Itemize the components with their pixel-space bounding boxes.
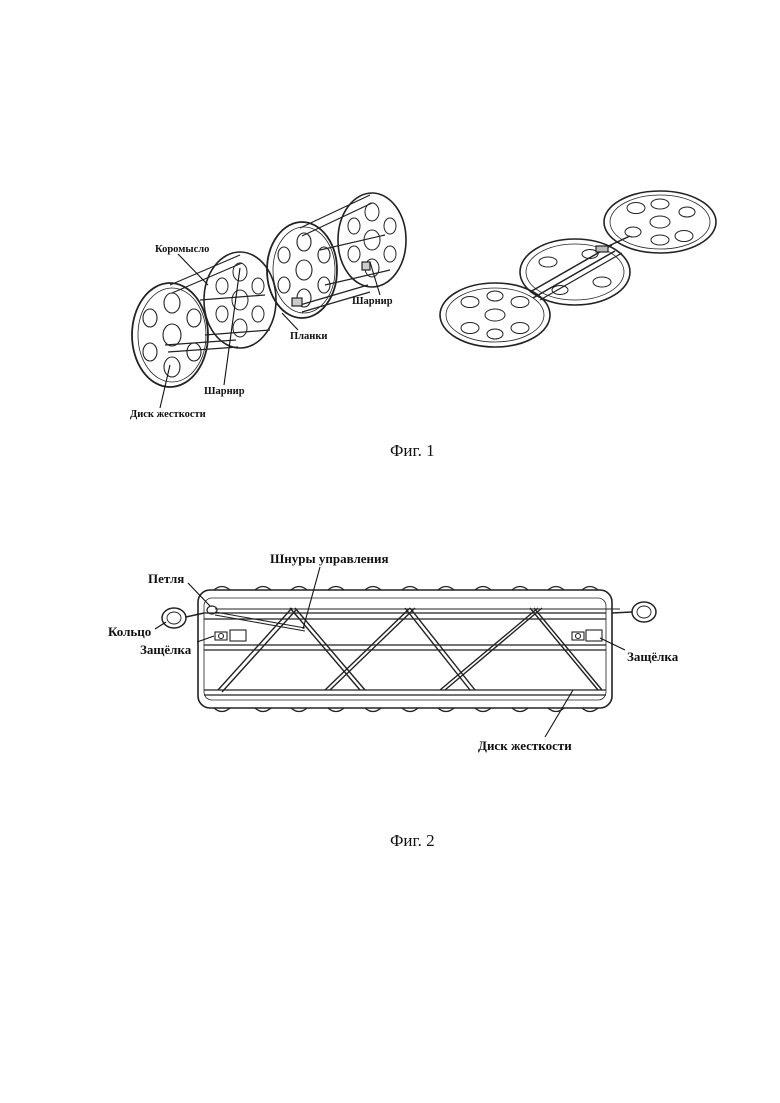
latch-right [572,630,602,641]
latch-left [215,630,246,641]
label-shnury: Шнуры управления [270,552,389,565]
label-petlya: Петля [148,572,184,585]
ring-right [612,602,656,622]
control-cords [215,609,620,631]
label-zashchelka-right: Защёлка [627,650,678,663]
label-zashchelka-left: Защёлка [140,643,191,656]
label-disk-fig2: Диск жесткости [478,739,572,752]
rails [204,613,606,695]
figure-2-caption: Фиг. 2 [390,832,435,849]
label-koltso: Кольцо [108,625,151,638]
